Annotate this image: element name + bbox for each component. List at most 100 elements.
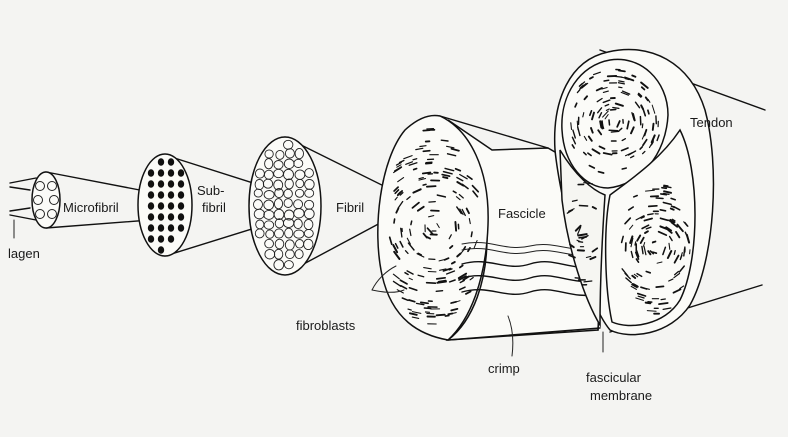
subfibril-dot [168, 235, 174, 243]
tendon-speck [579, 237, 586, 238]
subfibril-dot [158, 158, 164, 166]
fascicle-speck [420, 146, 426, 147]
tendon-speck [656, 286, 663, 287]
tendon-speck [660, 210, 665, 211]
subfibril-dot [178, 180, 184, 188]
tendon-speck [646, 303, 651, 304]
label-fibroblasts: fibroblasts [296, 318, 356, 333]
tendon-speck [584, 281, 592, 282]
tendon-speck [580, 206, 588, 207]
tendon-speck [609, 120, 610, 125]
subfibril-dot [178, 191, 184, 199]
fascicle-speck [443, 177, 447, 178]
label-microfibril: Microfibril [63, 200, 119, 215]
tendon-speck [671, 209, 674, 210]
fascicle-speck [441, 140, 448, 141]
tendon-speck [625, 78, 629, 79]
fascicle-speck [394, 219, 395, 223]
fascicle-speck [437, 315, 445, 316]
tendon-speck [656, 198, 663, 199]
label-fascicular-membrane-line1: fascicular [586, 370, 642, 385]
fascicle-speck [437, 278, 445, 279]
subfibril-dot [158, 213, 164, 221]
tendon-speck [619, 87, 622, 88]
subfibril-dot [158, 224, 164, 232]
tendon-speck [659, 303, 668, 304]
subfibril-dot [148, 235, 154, 243]
tendon-speck [649, 206, 657, 207]
tendon [555, 49, 765, 334]
subfibril-dot [168, 158, 174, 166]
fascicle-speck [426, 163, 432, 164]
fascicle-speck [427, 283, 436, 284]
fascicle-speck [471, 232, 472, 237]
subfibril-dot [158, 246, 164, 254]
subfibril-dot [168, 169, 174, 177]
subfibril-dot [158, 202, 164, 210]
subfibril-dot [158, 191, 164, 199]
subfibril-dot [168, 202, 174, 210]
tendon-speck [613, 108, 619, 109]
tendon-speck [619, 71, 625, 72]
subfibril-dot [148, 191, 154, 199]
label-fascicle: Fascicle [498, 206, 546, 221]
subfibril-dot [178, 202, 184, 210]
tendon-speck [647, 311, 656, 312]
tendon-speck [653, 124, 654, 130]
subfibril-dot [158, 169, 164, 177]
tendon-speck [620, 77, 623, 78]
label-tendon: Tendon [690, 115, 733, 130]
fascicle-speck [436, 291, 442, 292]
tendon-speck [642, 124, 643, 128]
subfibril-dot [148, 224, 154, 232]
label-fibril: Fibril [336, 200, 364, 215]
tendon-speck [604, 80, 609, 81]
tendon-speck [653, 242, 656, 243]
label-subfibril-line2: fibril [202, 200, 226, 215]
tendon-speck [648, 110, 649, 114]
tendon-speck [648, 214, 653, 215]
fascicle-speck [427, 186, 436, 187]
fascicle-speck [423, 151, 430, 152]
label-crimp: crimp [488, 361, 520, 376]
fascicle-speck [455, 222, 456, 231]
subfibril-dot [168, 180, 174, 188]
tendon-speck [571, 123, 572, 130]
fascicle-speck [423, 130, 429, 131]
fascicle-speck [421, 302, 428, 303]
label-subfibril-line1: Sub- [197, 183, 224, 198]
fascicle-speck [411, 221, 412, 225]
fascicle-speck [414, 169, 417, 170]
tendon-speck [579, 242, 583, 243]
tendon-speck [661, 194, 667, 195]
fascicle-speck [445, 316, 449, 317]
subfibril-dot [178, 224, 184, 232]
tendon-speck [622, 168, 626, 169]
subfibril-dot [158, 235, 164, 243]
fascicle-speck [439, 281, 446, 282]
subfibril-dot [158, 180, 164, 188]
label-fascicular-membrane-line2: membrane [590, 388, 652, 403]
subfibril-dot [148, 169, 154, 177]
subfibril-dot [148, 180, 154, 188]
tendon-speck [662, 188, 666, 189]
fascicle-speck [423, 184, 426, 185]
fascicle-speck [429, 202, 435, 203]
subfibril-dot [168, 224, 174, 232]
fascicle-speck [424, 308, 430, 309]
subfibril-dot [178, 169, 184, 177]
tendon-speck [646, 289, 649, 290]
tendon-speck [578, 234, 587, 235]
subfibril-dot [168, 213, 174, 221]
tendon-speck [664, 185, 668, 186]
subfibril-dot [178, 213, 184, 221]
tendon-speck [609, 130, 618, 131]
subfibril-dot [148, 202, 154, 210]
tendon-speck [661, 299, 665, 300]
subfibril-dot [168, 191, 174, 199]
tendon-speck [674, 251, 675, 255]
tendon-speck [632, 76, 635, 77]
label-collagen: lagen [8, 246, 40, 261]
subfibril-dot [148, 213, 154, 221]
